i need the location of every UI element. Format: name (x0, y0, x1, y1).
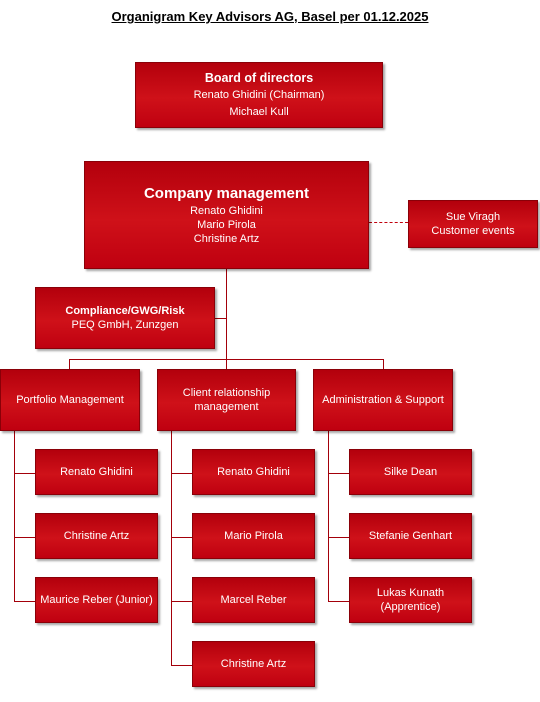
member-name: Silke Dean (383, 466, 438, 478)
customer-events-box: Sue Viragh Customer events (408, 200, 538, 248)
connector-pm-1 (14, 473, 35, 474)
member-box: Renato Ghidini (35, 449, 158, 495)
connector-dept-1 (69, 359, 70, 369)
connector-admin-1 (328, 473, 349, 474)
connector-pm-3 (14, 601, 35, 602)
management-member: Mario Pirola (197, 219, 256, 231)
member-box: Christine Artz (192, 641, 315, 687)
board-member: Renato Ghidini (Chairman) (193, 89, 325, 101)
member-name: Renato Ghidini (60, 466, 133, 478)
member-name: Christine Artz (220, 658, 287, 670)
member-name: Renato Ghidini (217, 466, 290, 478)
department-administration-support: Administration & Support (313, 369, 453, 431)
connector-compliance (215, 318, 227, 319)
management-heading: Company management (143, 185, 310, 202)
board-heading: Board of directors (204, 71, 314, 85)
company-management-box: Company management Renato Ghidini Mario … (84, 161, 369, 269)
chart-title: Organigram Key Advisors AG, Basel per 01… (111, 9, 429, 24)
connector-crm-4 (171, 665, 192, 666)
connector-crm-2 (171, 537, 192, 538)
member-box: Christine Artz (35, 513, 158, 559)
management-member: Renato Ghidini (190, 205, 263, 217)
compliance-sub: PEQ GmbH, Zunzgen (71, 319, 179, 331)
connector-crm-3 (171, 601, 192, 602)
member-name: Christine Artz (63, 530, 130, 542)
events-name: Sue Viragh (445, 211, 501, 223)
connector-pm-vertical (14, 431, 15, 601)
member-box: Renato Ghidini (192, 449, 315, 495)
department-label: Administration & Support (322, 394, 444, 406)
connector-dept-3 (383, 359, 384, 369)
management-member: Christine Artz (193, 233, 260, 245)
connector-pm-2 (14, 537, 35, 538)
board-of-directors-box: Board of directors Renato Ghidini (Chair… (135, 62, 383, 128)
member-name: Stefanie Genhart (368, 530, 453, 542)
department-label: Client relationship management (182, 387, 271, 413)
connector-admin-vertical (328, 431, 329, 601)
connector-admin-2 (328, 537, 349, 538)
connector-crm-1 (171, 473, 192, 474)
events-role: Customer events (431, 225, 515, 237)
member-name: Mario Pirola (224, 530, 283, 542)
connector-dept-2 (226, 359, 227, 369)
member-box: Stefanie Genhart (349, 513, 472, 559)
connector-admin-3 (328, 601, 349, 602)
compliance-heading: Compliance/GWG/Risk (65, 305, 185, 317)
compliance-box: Compliance/GWG/Risk PEQ GmbH, Zunzgen (35, 287, 215, 349)
department-portfolio-management: Portfolio Management (0, 369, 140, 431)
connector-crm-vertical (171, 431, 172, 665)
board-member: Michael Kull (229, 106, 289, 118)
member-box: Silke Dean (349, 449, 472, 495)
member-box: Marcel Reber (192, 577, 315, 623)
member-box: Mario Pirola (192, 513, 315, 559)
member-box: Lukas Kunath (Apprentice) (349, 577, 472, 623)
department-label: Portfolio Management (16, 394, 124, 406)
member-name: Marcel Reber (220, 594, 287, 606)
member-box: Maurice Reber (Junior) (35, 577, 158, 623)
member-name: Lukas Kunath (Apprentice) (376, 587, 445, 613)
connector-events-dashed (369, 222, 408, 223)
member-name: Maurice Reber (Junior) (40, 594, 153, 606)
department-client-relationship: Client relationship management (157, 369, 296, 431)
connector-main-trunk (226, 269, 227, 359)
